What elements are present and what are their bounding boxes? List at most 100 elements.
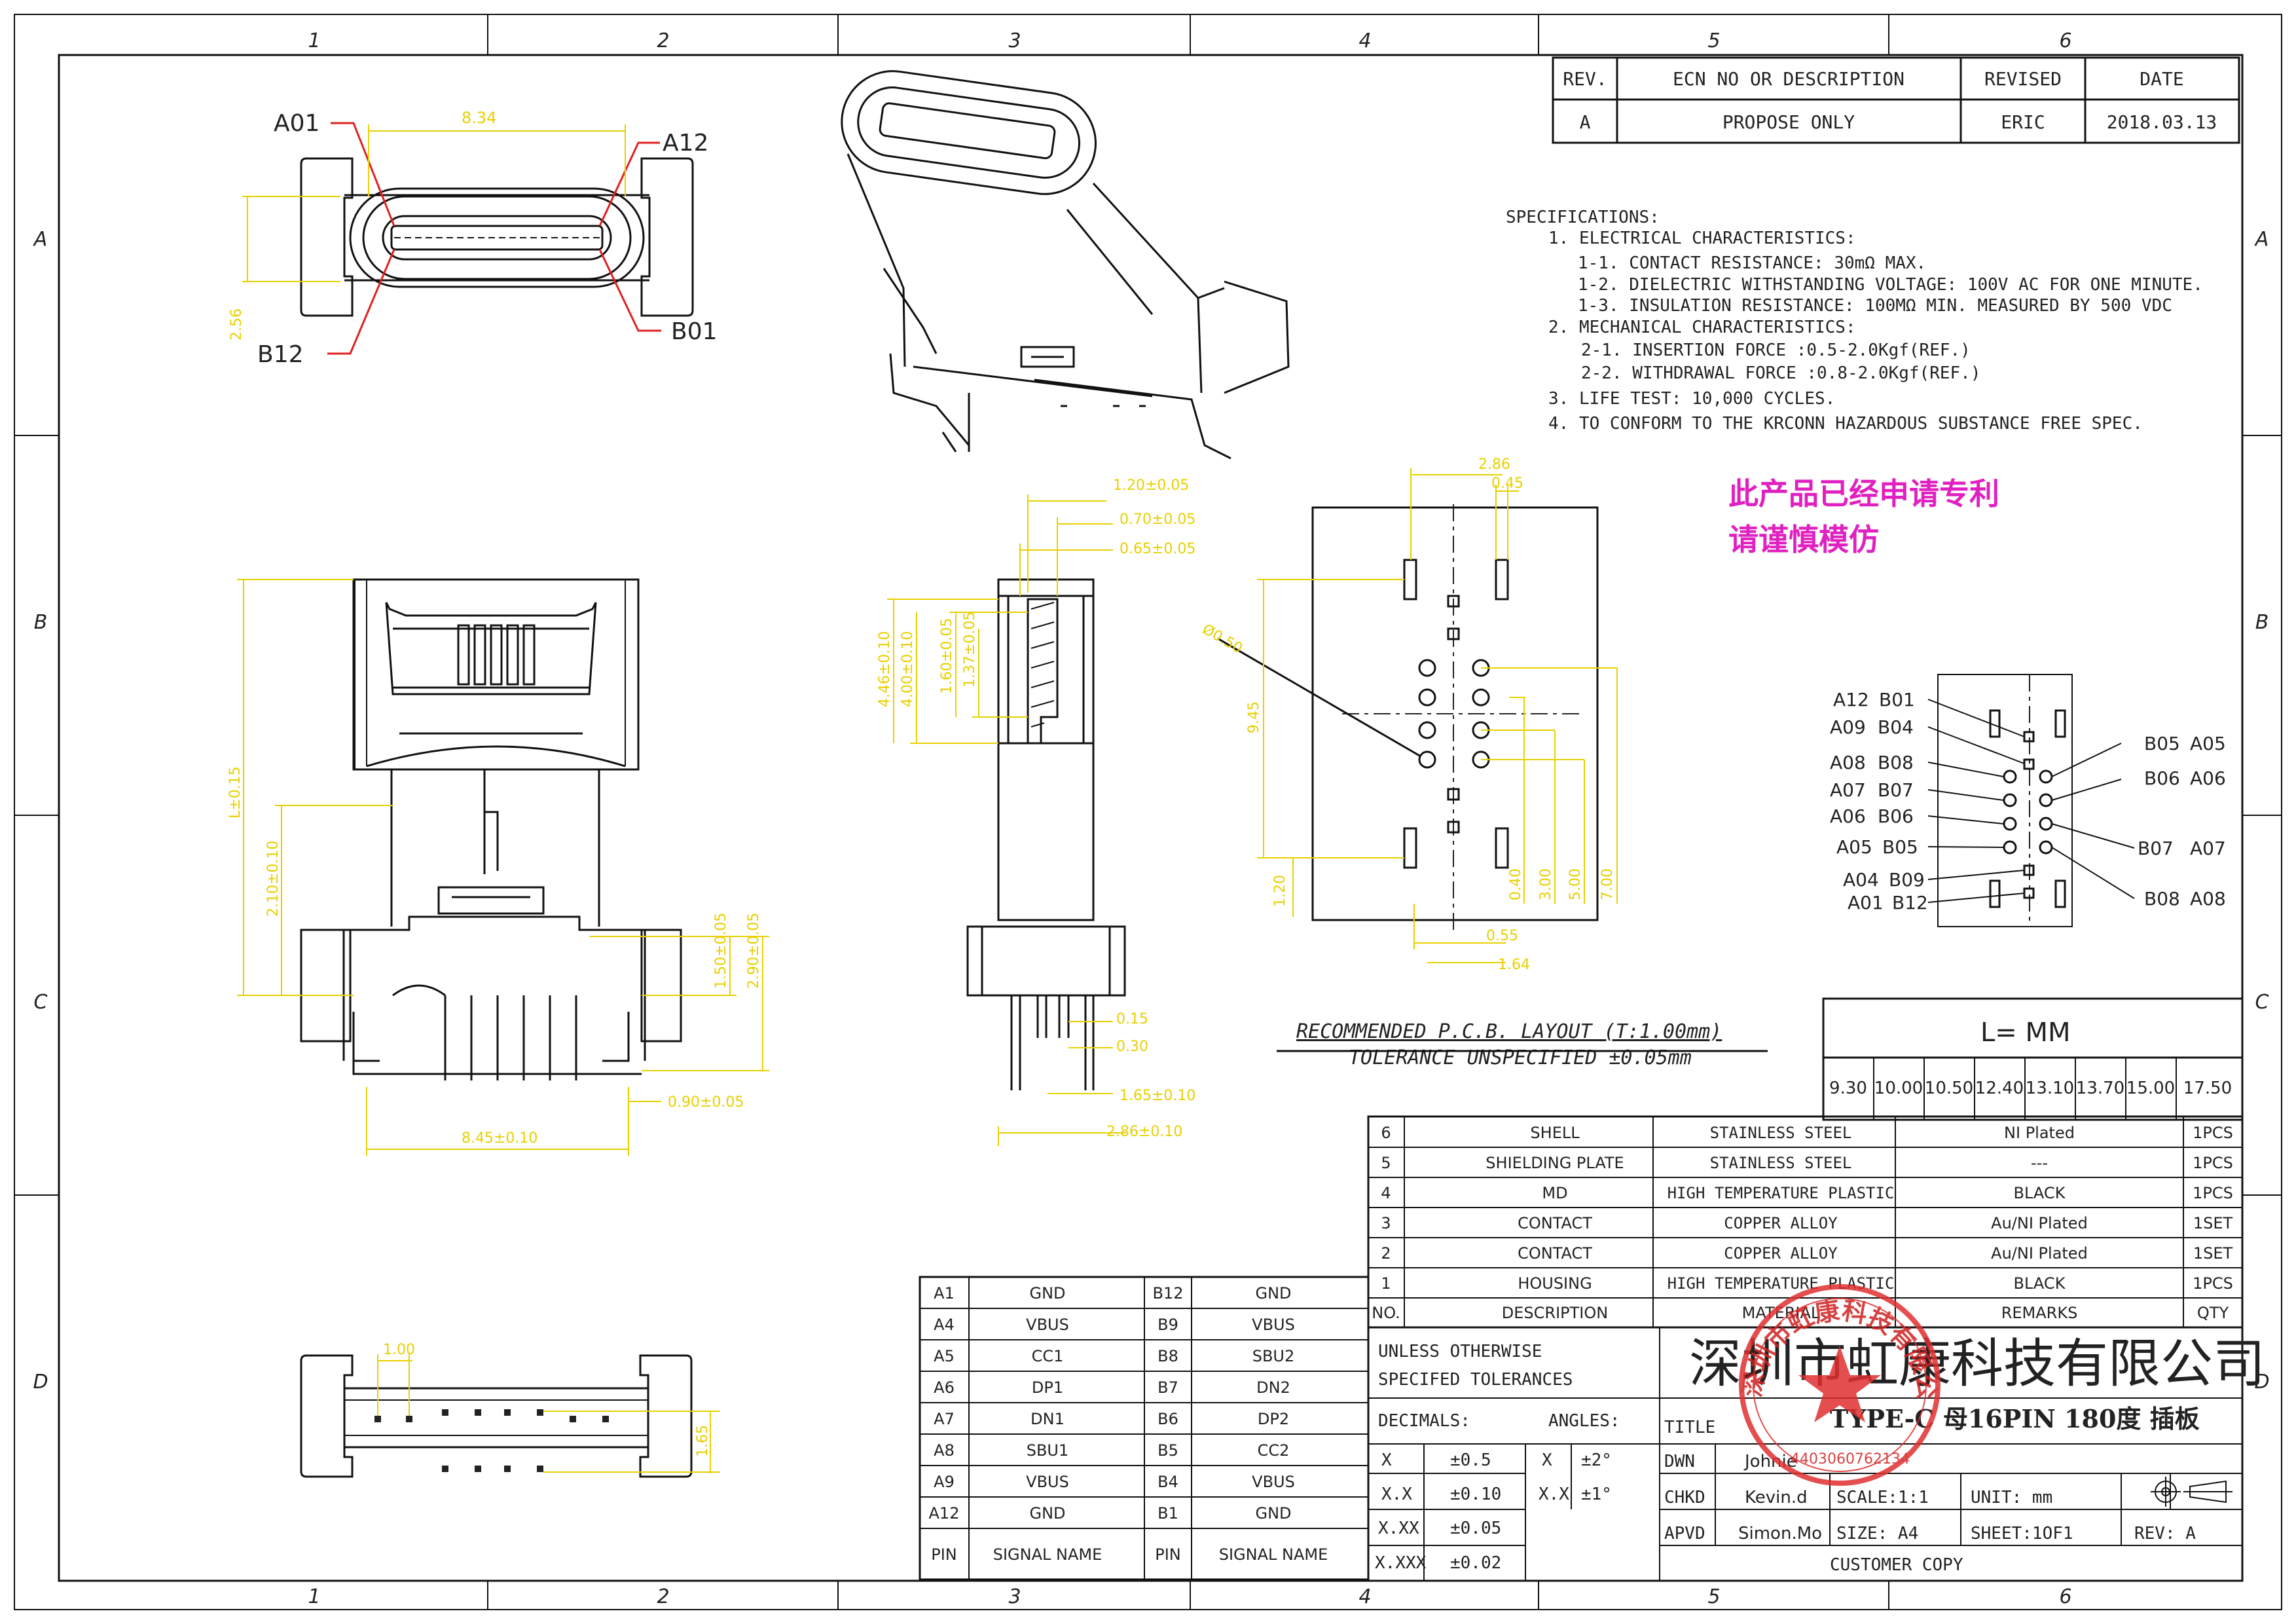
length-table-title: L= MM [1980,1018,2071,1048]
tb-angles: ANGLES: [1548,1411,1620,1431]
row-label-c-right: C [2255,991,2269,1014]
row-label-d: D [33,1371,48,1393]
bom-remarks: Au/NI Plated [1991,1244,2088,1263]
tb-specfed: SPECIFED TOLERANCES [1378,1370,1573,1390]
tb-ang-key: X [1542,1450,1552,1470]
length-value: 13.70 [2076,1079,2124,1098]
bom-desc: CONTACT [1518,1214,1592,1232]
col-label-1-bottom: 1 [308,1585,320,1608]
pin-label-left: B01 [1879,689,1915,710]
tb-tol-value: ±0.5 [1450,1450,1491,1470]
pin-label-left: A12 [1833,689,1869,710]
bom-header-remarks: REMARKS [2001,1304,2078,1322]
spec-line: 2-1. INSERTION FORCE :0.5-2.0Kgf(REF.) [1581,341,1971,360]
pin-signal-table: A1 GND B12 GND A4 VBUS B9 VBUS A5 CC1 B8… [919,1276,1370,1581]
patent-note-line-1: 此产品已经申请专利 [1728,476,1999,511]
pin-row: A9 [934,1473,955,1491]
spec-line: 1-2. DIELECTRIC WITHSTANDING VOLTAGE: 10… [1578,275,2203,295]
bom-qty: 1PCS [2193,1124,2233,1142]
rev-header-revised: REVISED [1984,68,2062,90]
bom-header-desc: DESCRIPTION [1502,1304,1608,1322]
tb-ang-value: ±1° [1581,1485,1612,1504]
pin-row: GND [1255,1284,1291,1302]
spec-line: 1. ELECTRICAL CHARACTERISTICS: [1548,229,1856,248]
pin-table-header: PIN [931,1545,957,1564]
pin-row: DP1 [1032,1378,1063,1397]
col-label-2-bottom: 2 [657,1585,669,1608]
pin-row: B6 [1157,1410,1178,1428]
pin-label-right: A07 [2190,838,2226,859]
pcb-tolerance-note: TOLERANCE UNSPECIFIED ±0.05mm [1349,1046,1692,1069]
tb-apvd-name: Simon.Mo [1738,1524,1822,1543]
dim-side-137: 1.37±0.05 [962,612,978,688]
pin-label-left: B08 [1878,752,1914,773]
tb-tol-value: ±0.10 [1450,1485,1501,1504]
revision-table: REV. ECN NO OR DESCRIPTION REVISED DATE … [1552,56,2240,144]
bom-header-qty: QTY [2197,1304,2229,1322]
rev-header-date: DATE [2140,68,2183,90]
dim-side-120: 1.20±0.05 [1113,477,1189,494]
col-label-6-bottom: 6 [2059,1585,2071,1608]
front-view: L±0.15 2.10±0.10 1.50±0.05 2.90±0.05 0.9… [227,578,769,1156]
row-label-d-right: D [2254,1371,2269,1393]
tb-size: SIZE: A4 [1836,1524,1918,1543]
tb-tol-value: ±0.05 [1450,1519,1501,1538]
length-value: 12.40 [1975,1079,2024,1098]
patent-note: 此产品已经申请专利 请谨慎模仿 [1728,476,1999,557]
bom-desc: MD [1542,1184,1567,1202]
tb-tol-key: X.XXX [1375,1553,1427,1573]
pcb-dim-945: 9.45 [1246,701,1262,733]
col-label-3: 3 [1008,29,1021,52]
spec-title: SPECIFICATIONS: [1506,208,1660,227]
bom-no: 5 [1381,1154,1391,1172]
bottom-view: 1.00 1.65 [300,1342,720,1478]
rev-date: 2018.03.13 [2107,111,2217,133]
pin-table-header: SIGNAL NAME [1219,1545,1328,1564]
pin-row: A8 [934,1441,955,1460]
tb-sheet: SHEET:1OF1 [1971,1524,2073,1543]
tb-tol-key: X.XX [1378,1519,1419,1538]
pcb-dim-300: 3.00 [1538,868,1554,900]
col-label-4-bottom: 4 [1358,1585,1371,1608]
pin-row: SBU2 [1252,1347,1295,1365]
pin-row: B9 [1157,1316,1178,1334]
dim-side-286: 2.86±0.10 [1106,1124,1182,1140]
dim-side-065: 0.65±0.05 [1120,541,1195,557]
dim-side-070: 0.70±0.05 [1120,511,1195,528]
pin-row: B1 [1157,1504,1178,1522]
bom-material: STAINLESS STEEL [1710,1154,1852,1172]
rev-value: A [1580,111,1591,133]
pcb-dim-164: 1.64 [1498,957,1530,973]
pin-row: CC2 [1258,1441,1290,1460]
bom-desc: HOUSING [1518,1274,1592,1293]
specifications: SPECIFICATIONS: 1. ELECTRICAL CHARACTERI… [1506,208,2203,434]
col-label-3-bottom: 3 [1008,1585,1021,1608]
row-label-b: B [34,611,48,634]
pin-row: VBUS [1252,1473,1295,1491]
pin-row: A4 [934,1316,955,1334]
pin-row: B7 [1157,1378,1178,1397]
tb-chkd-name: Kevin.d [1745,1488,1808,1507]
bom-remarks: BLACK [2014,1274,2066,1293]
tb-unless: UNLESS OTHERWISE [1378,1342,1542,1361]
pcb-dim-040: 0.40 [1508,868,1524,900]
bom-qty: 1SET [2193,1214,2233,1232]
length-table: L= MM 9.30 10.00 10.50 12.40 13.10 13.70… [1822,997,2244,1121]
length-value: 9.30 [1829,1079,1867,1098]
label-b01: B01 [671,318,718,345]
dim-290: 2.90±0.05 [746,913,762,989]
pin-label-left: A01 [1848,892,1884,913]
bom-no: 6 [1381,1124,1391,1142]
length-value: 13.10 [2026,1079,2074,1098]
pin-label-left: A05 [1836,836,1872,858]
pcb-dim-700: 7.00 [1599,868,1616,900]
bom-qty: 1PCS [2193,1154,2233,1172]
pin-row: B5 [1157,1441,1178,1460]
tb-ang-value: ±2° [1581,1450,1612,1470]
spec-line: 1-3. INSULATION RESISTANCE: 100MΩ MIN. M… [1578,296,2172,316]
pcb-dim-500: 5.00 [1567,868,1584,900]
pin-label-left: B12 [1892,892,1928,913]
pin-row: B8 [1157,1347,1178,1365]
pin-row: A7 [934,1410,955,1428]
side-view: 1.20±0.05 0.70±0.05 0.65±0.05 4.46±0.10 … [877,477,1195,1146]
